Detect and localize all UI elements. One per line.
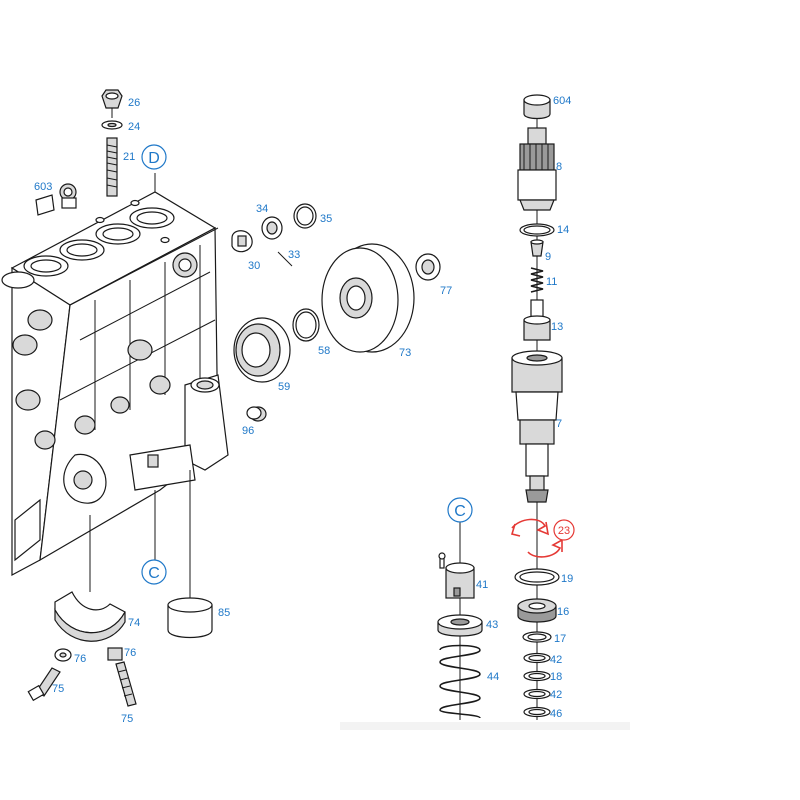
- callout-8: 8: [556, 161, 562, 173]
- bracket-74: 74: [54, 591, 140, 642]
- callout-42-lower: 42: [550, 689, 562, 701]
- circlip-58: 58: [292, 308, 330, 357]
- callout-17: 17: [554, 633, 566, 645]
- flange-73: 73: [321, 243, 415, 359]
- nut-26: 26: [101, 89, 140, 109]
- seat-43: 43: [437, 614, 498, 637]
- bearing-59: 59: [233, 317, 291, 393]
- callout-34: 34: [256, 203, 268, 215]
- ring-stack: 17 42 18 42 46: [522, 631, 566, 720]
- callout-44: 44: [487, 671, 499, 683]
- spring-44: 44: [439, 644, 499, 719]
- coupling-34-35-30-33: 34 35 30 33: [231, 203, 332, 272]
- callout-76-right: 76: [124, 647, 136, 659]
- callout-604: 604: [553, 95, 571, 107]
- callout-75-left: 75: [52, 683, 64, 695]
- callout-9: 9: [545, 251, 551, 263]
- callout-96: 96: [242, 425, 254, 437]
- oring-14: 14: [519, 223, 569, 237]
- ref-d-label: D: [148, 150, 160, 167]
- callout-18: 18: [550, 671, 562, 683]
- ref-c-left: C: [141, 559, 167, 585]
- callout-23: 23: [558, 525, 570, 537]
- ref-d-top: D: [141, 144, 167, 170]
- cap-604: 604: [523, 94, 571, 120]
- leader-lines-left: [89, 103, 191, 598]
- callout-59: 59: [278, 381, 290, 393]
- plug-603: 603: [34, 181, 77, 216]
- callout-7: 7: [556, 418, 562, 430]
- callout-77: 77: [440, 285, 452, 297]
- callout-85: 85: [218, 607, 230, 619]
- plug-96: 96: [242, 406, 267, 437]
- callout-11: 11: [546, 276, 557, 288]
- valve-13: 13: [523, 299, 563, 341]
- callout-21: 21: [123, 151, 135, 163]
- pump-housing: [1, 191, 229, 577]
- sleeve-16: 16: [517, 598, 569, 623]
- fasteners-75-76: 76 76 75 75: [27, 647, 137, 725]
- callout-42-upper: 42: [550, 654, 562, 666]
- ref-c-right: C: [447, 497, 473, 523]
- callout-13: 13: [551, 321, 563, 333]
- valve-holder-8: 8: [517, 127, 562, 211]
- callout-16: 16: [557, 606, 569, 618]
- filler-9: 9: [530, 239, 551, 263]
- callout-30: 30: [248, 260, 260, 272]
- spring-11: 11: [530, 267, 557, 293]
- ref-c-left-label: C: [148, 565, 160, 582]
- callout-33: 33: [288, 249, 300, 261]
- callout-14: 14: [557, 224, 569, 236]
- callout-24: 24: [128, 121, 140, 133]
- callout-43: 43: [486, 619, 498, 631]
- callout-74: 74: [128, 617, 140, 629]
- callout-46: 46: [550, 708, 562, 720]
- callout-35: 35: [320, 213, 332, 225]
- highlight-23: 23: [510, 518, 575, 558]
- barrel-plunger-7: 7: [511, 350, 563, 503]
- callout-58: 58: [318, 345, 330, 357]
- ring-19: 19: [514, 568, 573, 586]
- bottom-scroll-hint: [340, 722, 630, 730]
- ref-c-right-label: C: [454, 503, 466, 520]
- callout-75-right: 75: [121, 713, 133, 725]
- callout-26: 26: [128, 97, 140, 109]
- callout-19: 19: [561, 573, 573, 585]
- washer-24: 24: [101, 120, 140, 133]
- cap-85: 85: [167, 597, 230, 639]
- sleeve-41: 41: [438, 552, 488, 599]
- callout-603: 603: [34, 181, 52, 193]
- nut-77: 77: [415, 253, 452, 297]
- callout-73: 73: [399, 347, 411, 359]
- stud-21: 21: [106, 137, 135, 197]
- callout-76-left: 76: [74, 653, 86, 665]
- callout-41: 41: [476, 579, 488, 591]
